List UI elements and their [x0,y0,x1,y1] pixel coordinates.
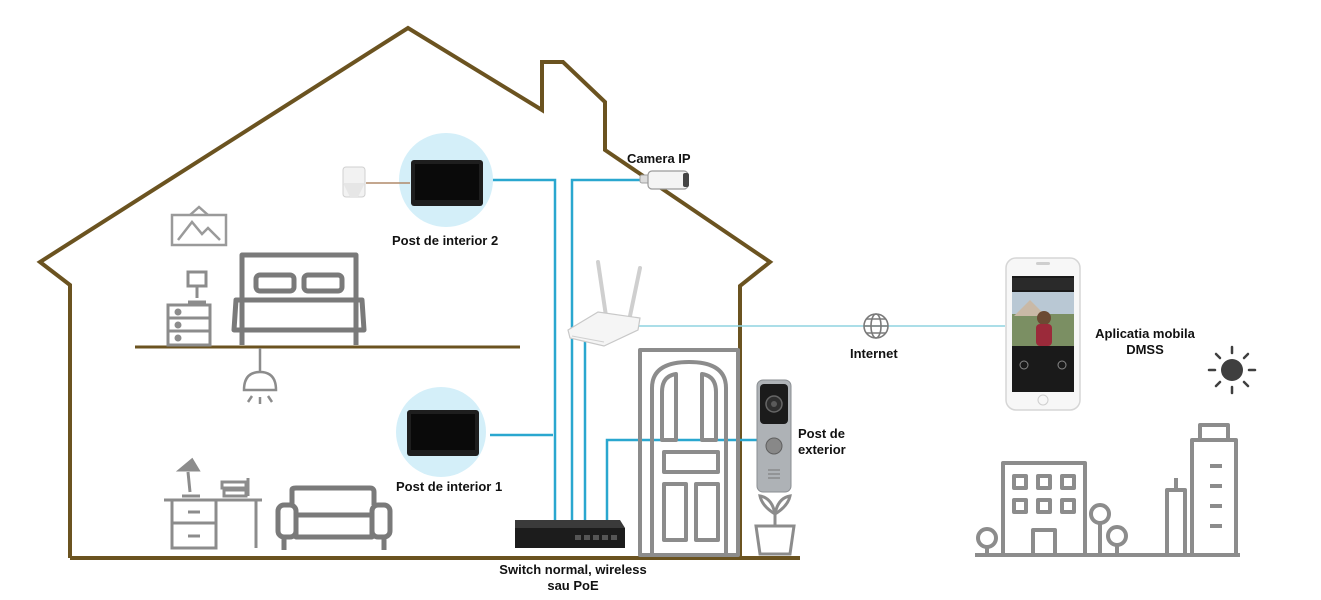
switch-label-line2: sau PoE [547,578,599,593]
mobile-app-label-line1: Aplicatia mobila [1095,326,1195,341]
network-cables [488,178,757,520]
network-switch-icon [515,520,625,548]
plant-pot-icon [754,494,796,556]
motion-sensor-icon [342,166,410,198]
indoor-monitor-1 [407,410,479,456]
sofa-icon [275,485,393,550]
house-outline [36,25,800,560]
router-icon [567,260,642,347]
switch-label-line1: Switch normal, wireless [499,562,647,577]
mobile-app-label: Aplicatia mobila DMSS [1090,326,1200,358]
internet-label: Internet [850,346,898,361]
wall-picture [170,205,228,247]
indoor-station-1-label: Post de interior 1 [396,479,503,494]
desk-icon [164,457,262,550]
switch-label: Switch normal, wireless sau PoE [483,562,663,594]
door-icon [638,348,740,557]
smartphone-icon [1005,257,1081,411]
outdoor-station-icon [756,379,792,493]
camera-ip-label: Camera IP [627,151,691,166]
ceiling-lamp-icon [242,348,278,404]
ip-camera-icon [639,170,689,190]
nightstand-icon [166,270,212,347]
mobile-app-label-line2: DMSS [1126,342,1164,357]
indoor-monitor-2 [411,160,483,206]
outdoor-station-label-line1: Post de [798,426,845,441]
globe-icon [863,313,889,339]
bed-icon [231,252,367,345]
sun-icon [1207,345,1257,395]
outdoor-station-label: Post de exterior [798,426,846,458]
outdoor-station-label-line2: exterior [798,442,846,457]
city-buildings-icon [975,423,1240,557]
indoor-station-2-label: Post de interior 2 [392,233,499,248]
